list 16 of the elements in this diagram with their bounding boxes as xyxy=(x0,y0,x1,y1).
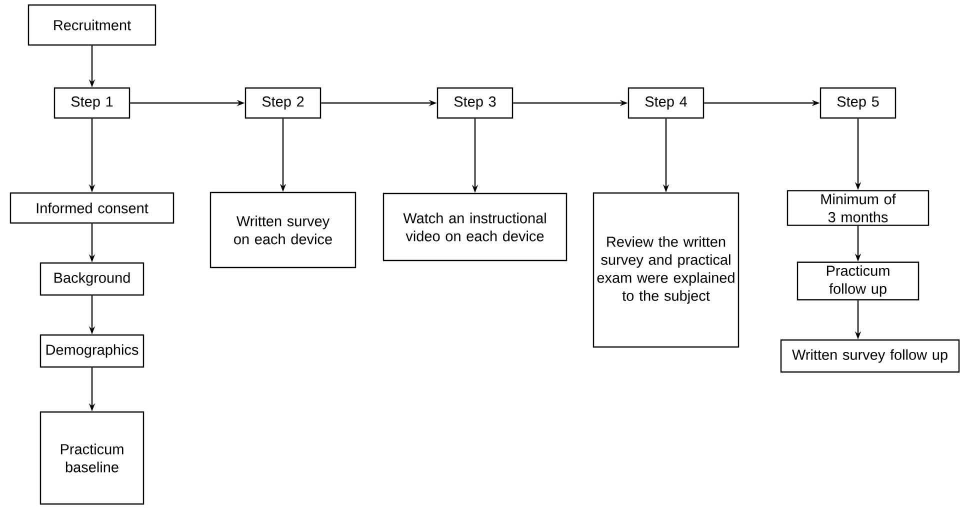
process-box: Step 3 xyxy=(436,87,514,119)
process-box: Recruitment xyxy=(28,4,156,46)
process-box: Practicum baseline xyxy=(40,411,144,505)
process-box: Practicum follow up xyxy=(796,262,920,300)
process-box: Review the written survey and practical exam were explained to the subject xyxy=(592,192,740,348)
process-box: Step 2 xyxy=(244,87,322,119)
process-box: Written survey follow up xyxy=(780,339,960,373)
process-box: Step 4 xyxy=(628,87,704,119)
process-box: Demographics xyxy=(40,334,144,368)
process-box: Minimum of 3 months xyxy=(786,190,930,226)
process-box: Background xyxy=(40,262,144,296)
process-box: Informed consent xyxy=(10,192,174,224)
process-box: Step 5 xyxy=(820,87,896,119)
process-box: Watch an instructional video on each device xyxy=(382,192,568,262)
process-box: Step 1 xyxy=(54,87,130,119)
process-box: Written survey on each device xyxy=(210,192,356,268)
